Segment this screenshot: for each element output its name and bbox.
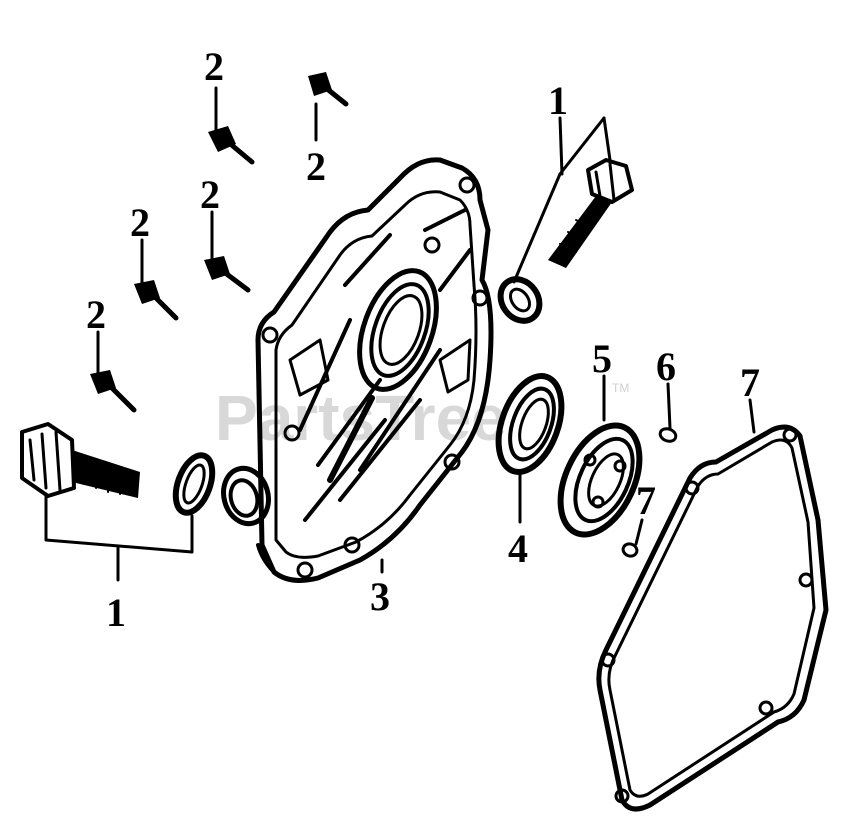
bolt-2b[interactable] xyxy=(308,72,349,107)
gasket[interactable] xyxy=(596,424,829,812)
watermark-tm: TM xyxy=(612,381,629,395)
leader-lines xyxy=(44,86,756,582)
dowel-pin-7[interactable] xyxy=(621,542,639,558)
callout-1b: 1 xyxy=(548,78,568,123)
oil-seal[interactable] xyxy=(487,367,574,480)
callout-2b: 2 xyxy=(306,144,326,189)
crankcase-cover[interactable] xyxy=(255,157,494,583)
bolt-2d[interactable] xyxy=(134,280,179,321)
callout-2d: 2 xyxy=(130,200,150,245)
o-ring-left[interactable] xyxy=(169,450,220,517)
callout-1a: 1 xyxy=(106,590,126,635)
bolt-2a[interactable] xyxy=(208,126,255,165)
callouts: 2 2 2 2 2 2 1 1 3 4 5 6 7 7 xyxy=(86,44,760,635)
callout-5: 5 xyxy=(592,336,612,381)
oil-plug-left[interactable] xyxy=(20,422,140,498)
bolt-2c[interactable] xyxy=(204,256,251,293)
callout-3: 3 xyxy=(370,574,390,619)
callout-4: 4 xyxy=(508,526,528,571)
callout-2a: 2 xyxy=(204,44,224,89)
callout-2c: 2 xyxy=(200,172,220,217)
callout-6: 6 xyxy=(656,344,676,389)
bearing[interactable] xyxy=(545,413,656,547)
callout-2e: 2 xyxy=(86,292,106,337)
callout-7a: 7 xyxy=(740,360,760,405)
callout-7b: 7 xyxy=(636,478,656,523)
dowel-pin-6[interactable] xyxy=(658,427,678,444)
oil-seal-cup[interactable] xyxy=(218,463,275,528)
bolt-2e[interactable] xyxy=(90,370,137,413)
o-ring-right[interactable] xyxy=(493,272,548,329)
oil-plug-right[interactable] xyxy=(548,158,634,268)
